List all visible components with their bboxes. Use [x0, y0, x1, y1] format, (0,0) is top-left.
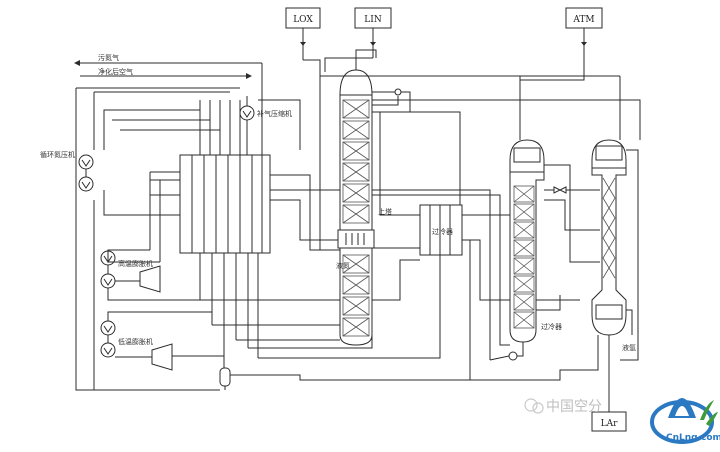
watermark-text: 中国空分	[546, 399, 602, 415]
low-temp-expander: 低温膨胀机	[100, 251, 224, 371]
waste-nitrogen-label: 污氮气	[98, 53, 119, 62]
atm-label: ATM	[572, 15, 594, 25]
pure-argon-condenser	[595, 145, 623, 161]
crude-argon-column: 过冷器	[489, 139, 600, 361]
upper-column-label: 上塔	[378, 207, 392, 216]
high-temp-expander-label: 高温膨胀机	[118, 259, 153, 268]
cnlng-logo: CnLng.com	[650, 398, 720, 444]
subcooler-main: 过冷器	[419, 204, 580, 301]
booster-compressor-label: 补气压缩机	[257, 109, 292, 118]
lower-column-packing	[342, 254, 370, 337]
separator-drum	[219, 240, 471, 390]
main-heat-exchanger	[179, 154, 271, 254]
lar-tank: LAr	[591, 330, 627, 432]
cycle-nitrogen-compressor-label: 循环氮压机	[40, 150, 75, 159]
lin-tank: LIN	[354, 7, 392, 58]
pure-argon-reboiler	[595, 304, 623, 320]
lin-label: LIN	[364, 15, 382, 25]
exchanger-top-connections	[199, 63, 301, 155]
argon-column-packing	[513, 185, 535, 329]
watermark: 中国空分	[524, 398, 602, 415]
leaf-icon	[700, 400, 714, 420]
lox-tank: LOX	[285, 7, 321, 60]
liquid-argon-label: 液氩	[622, 343, 636, 352]
argon-condenser	[513, 147, 541, 163]
lar-label: LAr	[601, 419, 618, 429]
brand-text: CnLng.com	[666, 433, 720, 443]
low-temp-expander-label: 低温膨胀机	[118, 337, 153, 346]
main-column-piping	[303, 49, 641, 360]
condenser-evaporator	[337, 229, 375, 249]
subcooler-label: 过冷器	[432, 227, 453, 236]
pure-argon-packing	[602, 177, 616, 279]
subcooler-2-label: 过冷器	[541, 322, 562, 331]
high-temp-expander: 高温膨胀机	[100, 249, 200, 301]
purified-air-label: 净化后空气	[98, 67, 133, 76]
liquid-nitrogen-label: 液氮	[336, 261, 350, 270]
lox-label: LOX	[293, 15, 313, 25]
main-distillation-column: 上塔 液氮	[336, 69, 392, 346]
argon-pump	[508, 351, 518, 361]
wechat-icon	[524, 398, 538, 412]
pure-argon-column: 液氩	[470, 139, 639, 381]
booster-compressor: 补气压缩机	[239, 96, 292, 155]
inlet-lines: 污氮气 净化后空气	[74, 53, 262, 93]
upper-column-packing	[342, 99, 370, 224]
cycle-nitrogen-compressor: 循环氮压机	[40, 150, 94, 192]
atm-vent-box: ATM	[565, 7, 603, 66]
